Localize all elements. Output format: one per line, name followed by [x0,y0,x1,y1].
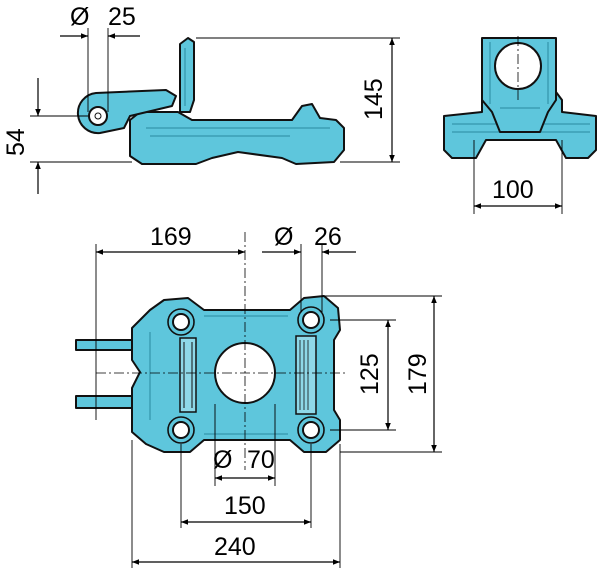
side-view-plate [179,37,195,113]
offset-169-value: 169 [150,223,192,251]
plan-view-right-slot [295,335,317,415]
center-hole-diameter-value: 70 [247,446,275,474]
plan-view-bolt-hole-tr [302,311,320,329]
plan-view-bolt-hole-br [302,421,320,439]
plan-view: 169 Ø 26 125 179 Ø 70 150 240 [75,223,442,568]
side-view-pin-hole [88,106,108,126]
plan-view-bolt-hole-bl [172,421,190,439]
plan-view-bolt-hole-tl [172,313,190,331]
end-width-value: 100 [492,176,534,204]
hole-spacing-125-value: 125 [356,353,384,395]
bolt-diameter-value: 26 [314,223,342,251]
pin-height-value: 54 [2,128,30,156]
center-hole-diameter-symbol: Ø [213,446,232,474]
bolt-diameter-symbol: Ø [274,223,293,251]
pin-diameter-value: 25 [108,3,136,31]
hole-spacing-150-value: 150 [224,492,266,520]
overall-height-179-value: 179 [404,353,432,395]
end-view: 100 [443,36,597,214]
side-view: Ø 25 54 145 [2,3,400,194]
plan-view-left-slot [179,337,197,413]
overall-width-240-value: 240 [214,533,256,561]
side-view-body [129,103,345,165]
total-height-value: 145 [360,78,388,120]
pin-diameter-symbol: Ø [70,3,89,31]
